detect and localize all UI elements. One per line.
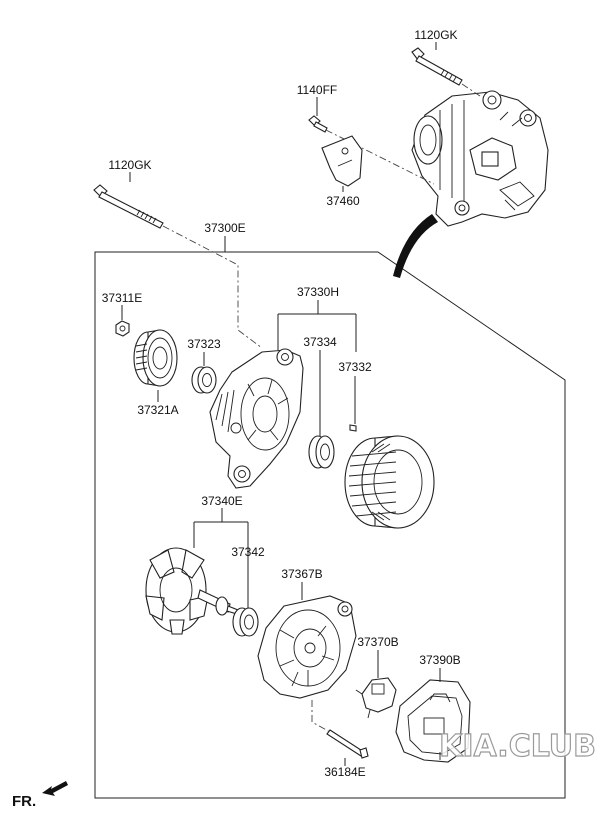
leader-lines — [121, 42, 441, 766]
stator — [344, 435, 435, 529]
pulley-37321a — [133, 329, 178, 387]
rotor-37340e — [145, 547, 239, 635]
bolt-36184e — [326, 729, 369, 759]
label-37340e: 37340E — [201, 494, 242, 508]
rear-bracket-37367b — [257, 595, 357, 699]
front-housing-37330h — [209, 348, 304, 489]
label-37460: 37460 — [326, 194, 360, 208]
label-37367b: 37367B — [281, 567, 322, 581]
label-37332: 37332 — [338, 360, 372, 374]
alternator-assembly-image — [411, 90, 549, 227]
front-direction-label: FR. — [12, 793, 36, 810]
front-direction-arrow — [42, 781, 68, 796]
watermark-text: KIA.CLUB — [439, 729, 596, 764]
bearing-37323 — [191, 366, 217, 394]
label-1140ff: 1140FF — [297, 83, 337, 97]
label-36184e: 36184E — [324, 765, 365, 779]
regulator-37370b — [355, 677, 397, 719]
bearing-37342 — [232, 607, 259, 637]
label-37321a: 37321A — [137, 403, 178, 417]
screw-37332 — [349, 424, 357, 432]
assembly-pointer-arrow — [393, 214, 438, 278]
label-37323: 37323 — [187, 337, 221, 351]
label-37311e: 37311E — [102, 291, 142, 305]
assembly-frame — [94, 251, 566, 799]
label-37330h: 37330H — [297, 285, 339, 299]
label-37390b: 37390B — [419, 653, 460, 667]
bolt-1120gk-top — [411, 47, 463, 86]
nut-37311e — [115, 320, 130, 337]
label-1120gk-left: 1120GK — [108, 158, 151, 172]
label-37300e: 37300E — [204, 221, 245, 235]
bracket-37460 — [321, 135, 363, 187]
bolt-1140ff — [308, 115, 328, 133]
bolt-1120gk-left — [93, 184, 164, 229]
label-37334: 37334 — [303, 335, 337, 349]
label-37342: 37342 — [231, 545, 265, 559]
label-1120gk-top: 1120GK — [414, 28, 457, 42]
rear-cover-37390b — [395, 679, 471, 763]
bearing-37334 — [308, 435, 335, 469]
label-37370b: 37370B — [357, 635, 398, 649]
